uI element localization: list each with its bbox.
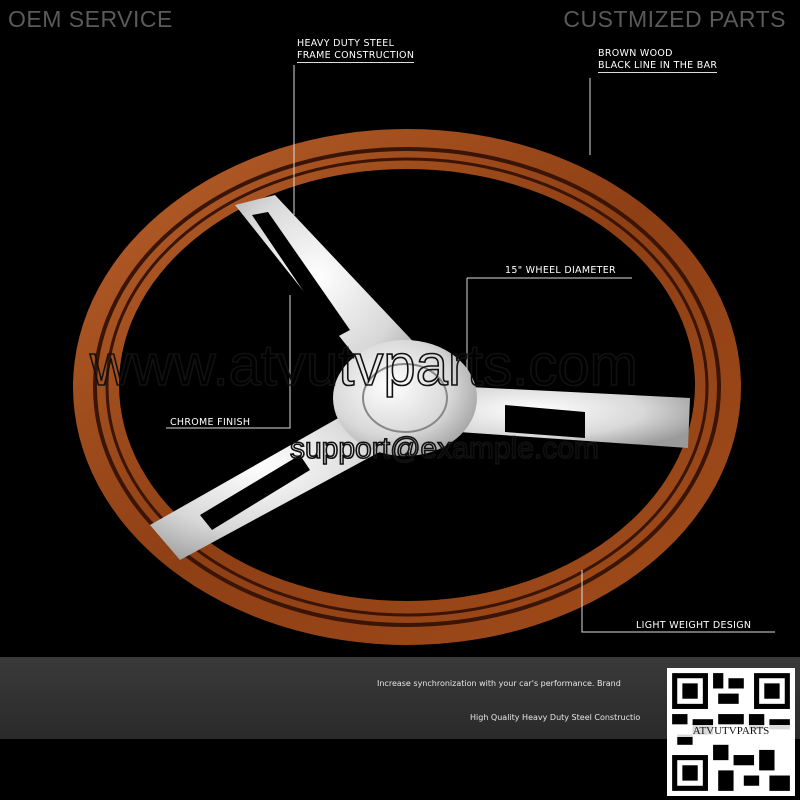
banner-line-1: Increase synchronization with your car's… bbox=[377, 679, 621, 688]
qr-pattern-icon bbox=[672, 673, 790, 791]
watermark: www.atvutvparts.com support@example.com bbox=[88, 332, 639, 466]
info-banner: Increase synchronization with your car's… bbox=[0, 657, 800, 739]
svg-text:www.atvutvparts.com: www.atvutvparts.com bbox=[89, 333, 638, 398]
banner-line-2: High Quality Heavy Duty Steel Constructi… bbox=[470, 713, 641, 722]
callout-diameter: 15" WHEEL DIAMETER bbox=[505, 265, 616, 276]
callout-weight: LIGHT WEIGHT DESIGN bbox=[636, 620, 752, 631]
chrome-spokes bbox=[150, 195, 690, 560]
svg-text:support@example.com: support@example.com bbox=[290, 432, 599, 465]
customized-parts-label: CUSTMIZED PARTS bbox=[563, 6, 786, 32]
hub bbox=[333, 340, 477, 456]
qr-label: ATVUTVPARTS bbox=[672, 725, 790, 737]
callout-lines bbox=[166, 65, 775, 633]
oem-service-label: OEM SERVICE bbox=[8, 6, 173, 32]
callout-chrome: CHROME FINISH bbox=[170, 417, 251, 428]
